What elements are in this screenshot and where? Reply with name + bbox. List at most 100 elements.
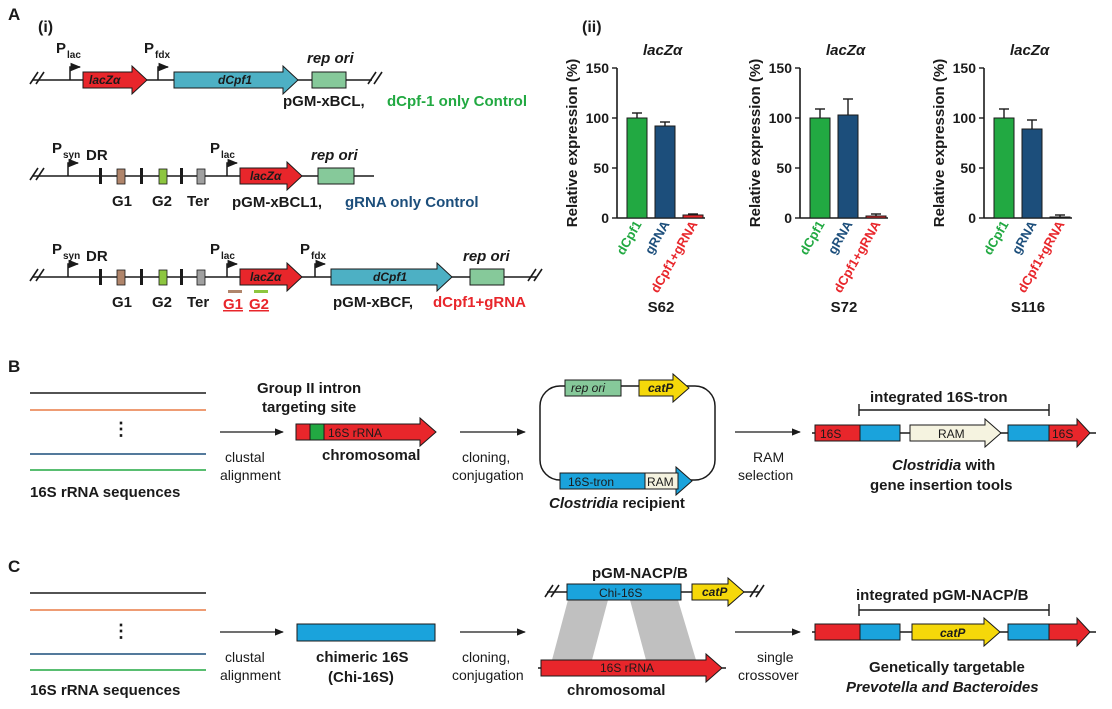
ram-box [644, 472, 679, 490]
construct-pgm-xbcl: P lac lacZα P fdx dCpf1 rep ori pGM-xBCL… [29, 40, 527, 110]
chromosome-c: 16S rRNA [538, 652, 726, 684]
step-label: conjugation [452, 667, 524, 683]
g1-spacer [116, 269, 126, 286]
catp-gene-arrow [911, 616, 1001, 648]
g1-spacer [116, 168, 126, 185]
panel-a-ii-label: (ii) [582, 19, 602, 36]
tron-label: 16S-tron [568, 475, 614, 489]
catp-label: catP [940, 626, 966, 640]
dr-label: DR [86, 147, 108, 164]
dcpf1-label: dCpf1 [373, 270, 407, 284]
chimeric-16s-box [296, 623, 436, 642]
category-label: dCpf1 [796, 218, 827, 257]
promoter-p: P [144, 40, 154, 57]
rep-ori-box [317, 167, 355, 185]
promoter-p: P [52, 140, 62, 157]
chart-title: lacZα [826, 42, 866, 59]
y-tick-label: 100 [953, 110, 977, 126]
dcpf1-gene-arrow [173, 64, 299, 96]
construct-name: pGM-xBCL, [283, 93, 365, 110]
sequence-lines-c: ⋮ [30, 592, 206, 671]
g2-target-bar [254, 290, 268, 293]
construct-pgm-xbcf: P syn DR G1 G2 Ter P lac lacZα G1 G2 P f… [29, 241, 543, 313]
promoter-lac-icon [226, 259, 239, 277]
integrated-label: integrated pGM-NACP/B [856, 587, 1029, 604]
plasmid-b: rep ori catP 16S-tron RAM [539, 372, 716, 497]
dcpf1-gene-arrow [330, 261, 453, 293]
promoter-sub: syn [63, 150, 80, 161]
step-label: conjugation [452, 467, 524, 483]
chromosomal-label: chromosomal [567, 682, 665, 699]
bar [1021, 128, 1043, 219]
y-axis-label: Relative expression (%) [747, 59, 764, 227]
promoter-sub: lac [67, 50, 81, 61]
catp-gene-arrow [691, 576, 745, 608]
g2-label: G2 [152, 193, 172, 210]
promoter-sub: syn [63, 251, 80, 262]
y-tick-label: 100 [769, 110, 793, 126]
lacz-label: lacZα [250, 270, 282, 284]
rrna-label: 16S rRNA [600, 661, 654, 675]
rep-ori-label: rep ori [463, 248, 511, 265]
promoter-syn-icon [67, 158, 80, 176]
g1-target-label: G1 [223, 296, 243, 313]
bar [837, 114, 859, 219]
recipient-label: Clostridia recipient [549, 495, 685, 512]
integrated-bracket [858, 404, 1050, 416]
g2-spacer [158, 269, 168, 286]
step-label: selection [738, 467, 793, 483]
sequence-lines-b: ⋮ [30, 392, 206, 471]
bar [626, 117, 648, 219]
tron-right [1007, 424, 1050, 442]
y-tick-label: 50 [960, 160, 976, 176]
promoter-fdx-icon [314, 259, 327, 277]
catp-label: catP [702, 585, 728, 599]
chi-left [859, 623, 901, 641]
integrated-16s-tron-locus: 16S RAM 16S [812, 417, 1096, 449]
step-label: cloning, [462, 449, 510, 465]
dr-repeat [99, 269, 102, 285]
bar [865, 215, 887, 219]
ram-label: RAM [938, 427, 965, 441]
chromosomal-16s-b: 16S rRNA [295, 416, 437, 448]
terminator [196, 168, 206, 185]
catp-label: catP [648, 381, 674, 395]
step-label: crossover [738, 667, 799, 683]
chart-title: lacZα [1010, 42, 1050, 59]
panel-b-label: B [8, 357, 20, 376]
y-tick-label: 0 [784, 210, 792, 226]
rrna-arrow [540, 652, 723, 684]
catp-gene-arrow [638, 372, 690, 404]
integrated-bracket [858, 604, 1050, 616]
construct-name: pGM-xBCF, [333, 294, 413, 311]
y-tick-label: 50 [593, 160, 609, 176]
lacz-label: lacZα [250, 169, 282, 183]
y-tick-label: 150 [769, 60, 793, 76]
y-tick-label: 0 [601, 210, 609, 226]
ram-label: RAM [647, 475, 674, 489]
promoter-sub: lac [221, 251, 235, 262]
rep-ori-box [469, 268, 505, 286]
result-label: Clostridia with [892, 457, 995, 474]
y-tick-label: 0 [968, 210, 976, 226]
step-label: single [757, 649, 794, 665]
promoter-p: P [210, 241, 220, 258]
promoter-fdx-icon [157, 62, 170, 80]
ter-label: Ter [187, 193, 209, 210]
crossover-homology [552, 600, 696, 660]
promoter-p: P [300, 241, 310, 258]
chart-subtitle: S72 [831, 299, 858, 316]
g1-target-bar [228, 290, 242, 293]
site-title: Group II intron [257, 380, 361, 397]
ter-label: Ter [187, 294, 209, 311]
plasmid-c: Chi-16S catP [544, 576, 765, 608]
panel-c-label: C [8, 557, 20, 576]
promoter-sub: fdx [155, 50, 170, 61]
chi-label: Chi-16S [599, 586, 642, 600]
promoter-p: P [210, 140, 220, 157]
16s-label: 16S [820, 427, 841, 441]
step-label: alignment [220, 467, 281, 483]
construct-pgm-xbcl1: P syn DR G1 G2 Ter P lac lacZα rep ori p… [29, 140, 479, 211]
